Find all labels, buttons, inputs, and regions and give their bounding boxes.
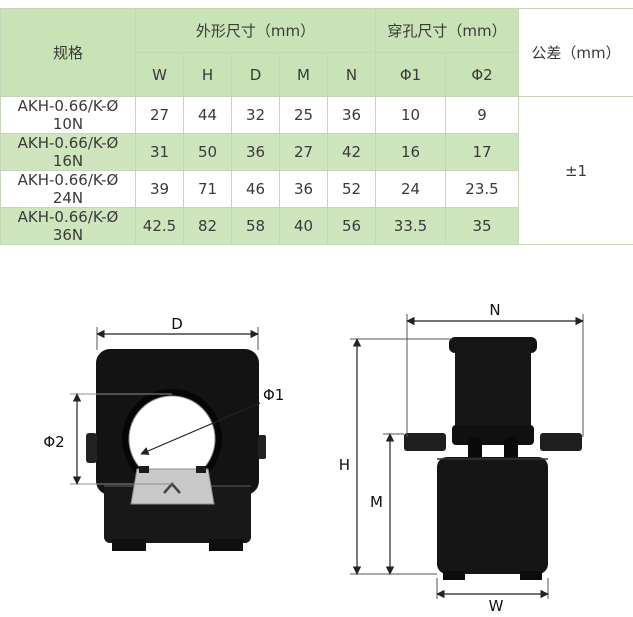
ct-side-body-group <box>404 337 582 580</box>
value-cell: 32 <box>231 96 280 134</box>
ct-side-tab-right <box>540 433 582 451</box>
value-cell: 23.5 <box>444 170 520 208</box>
ct-front-latch-right <box>258 435 266 459</box>
value-cell: 40 <box>279 207 328 245</box>
spec-table: 规格 外形尺寸（mm） 穿孔尺寸（mm） 公差（mm） W H D M N Φ1… <box>0 8 633 245</box>
spec-column-header: 规格 <box>0 8 136 97</box>
dim-label-w: W <box>489 597 504 615</box>
dimension-h: H <box>339 338 452 575</box>
ct-side-lower-body <box>437 457 548 574</box>
value-cell: 33.5 <box>375 207 446 245</box>
value-cell: 10 <box>375 96 446 134</box>
value-cell: 71 <box>183 170 232 208</box>
value-cell: 36 <box>279 170 328 208</box>
value-cell: 27 <box>135 96 184 134</box>
value-cell: 50 <box>183 133 232 171</box>
tolerance-value-cell: ±1 <box>518 96 633 245</box>
dimension-d: D <box>96 315 259 350</box>
value-cell: 36 <box>327 96 376 134</box>
value-cell: 17 <box>444 133 520 171</box>
value-cell: 39 <box>135 170 184 208</box>
hole-dimensions-group-header: 穿孔尺寸（mm） <box>374 8 520 53</box>
dim-label-phi1: Φ1 <box>263 386 284 404</box>
side-view: N H M W <box>339 301 584 615</box>
col-header-n: N <box>327 52 376 97</box>
leader-line-phi1 <box>140 402 261 455</box>
dim-label-n: N <box>489 301 500 319</box>
col-header-phi1: Φ1 <box>375 52 446 97</box>
dimension-m: M <box>370 433 404 575</box>
value-cell: 31 <box>135 133 184 171</box>
value-cell: 36 <box>231 133 280 171</box>
ct-side-upper-body <box>455 341 531 437</box>
spec-cell: AKH-0.66/K-Ø 16N <box>0 133 136 171</box>
spec-cell: AKH-0.66/K-Ø 36N <box>0 207 136 245</box>
tolerance-header: 公差（mm） <box>518 8 633 97</box>
value-cell: 56 <box>327 207 376 245</box>
dim-label-m: M <box>370 493 383 511</box>
dimension-phi2: Φ2 <box>43 393 172 485</box>
dim-label-phi2: Φ2 <box>43 433 64 451</box>
value-cell: 58 <box>231 207 280 245</box>
value-cell: 82 <box>183 207 232 245</box>
value-cell: 25 <box>279 96 328 134</box>
ct-side-tab-left <box>404 433 446 451</box>
value-cell: 42 <box>327 133 376 171</box>
ct-side-foot-right <box>520 571 542 580</box>
dim-label-h: H <box>339 456 350 474</box>
col-header-m: M <box>279 52 328 97</box>
value-cell: 44 <box>183 96 232 134</box>
spec-cell: AKH-0.66/K-Ø 10N <box>0 96 136 134</box>
ct-front-foot-left <box>112 539 146 551</box>
dimension-w: W <box>436 578 549 615</box>
dimension-n: N <box>406 301 584 437</box>
dim-label-d: D <box>171 315 183 333</box>
ct-side-hinge <box>452 425 534 445</box>
col-header-w: W <box>135 52 184 97</box>
ct-front-foot-right <box>209 539 243 551</box>
col-header-d: D <box>231 52 280 97</box>
col-header-phi2: Φ2 <box>444 52 520 97</box>
outer-dimensions-group-header: 外形尺寸（mm） <box>135 8 376 53</box>
clamp-clip-right <box>196 466 206 473</box>
dimension-diagrams: D Φ2 Φ1 <box>43 301 584 615</box>
dimension-phi1: Φ1 <box>140 386 284 455</box>
col-header-h: H <box>183 52 232 97</box>
value-cell: 42.5 <box>135 207 184 245</box>
value-cell: 46 <box>231 170 280 208</box>
value-cell: 27 <box>279 133 328 171</box>
value-cell: 9 <box>444 96 520 134</box>
spec-cell: AKH-0.66/K-Ø 24N <box>0 170 136 208</box>
value-cell: 52 <box>327 170 376 208</box>
ct-front-body-group <box>86 349 266 551</box>
ct-side-foot-left <box>443 571 465 580</box>
value-cell: 35 <box>444 207 520 245</box>
front-view: D Φ2 Φ1 <box>43 315 284 551</box>
ct-front-latch-left <box>86 433 97 463</box>
value-cell: 16 <box>375 133 446 171</box>
value-cell: 24 <box>375 170 446 208</box>
clamp-window <box>130 468 215 505</box>
clamp-clip-left <box>139 466 149 473</box>
